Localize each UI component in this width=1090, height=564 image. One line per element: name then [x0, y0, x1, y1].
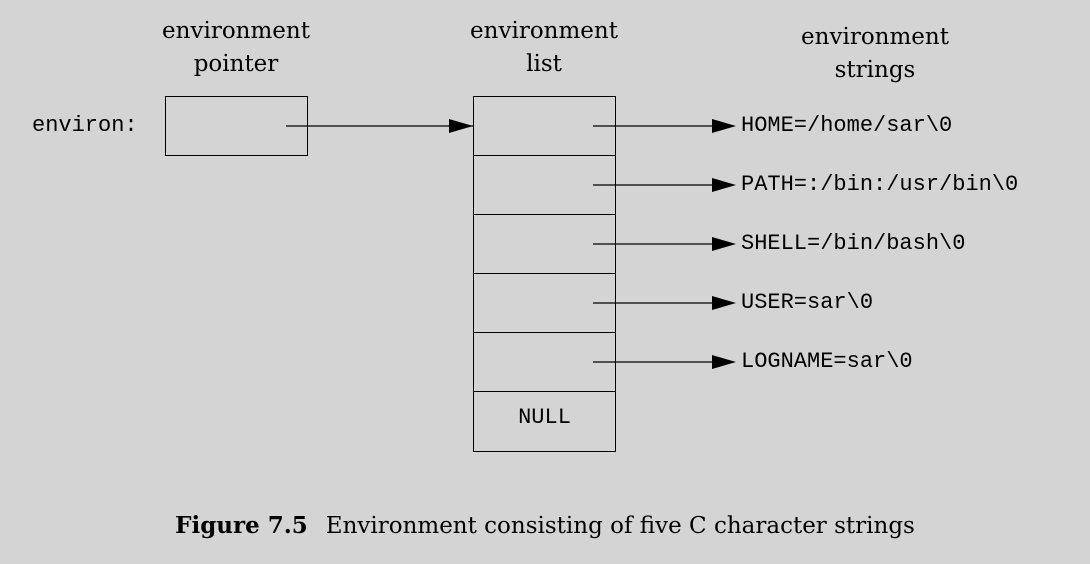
list-cell [474, 274, 615, 333]
environment-pointer-heading: environment pointer [136, 15, 336, 81]
null-terminator: NULL [518, 405, 571, 430]
figure-number: Figure 7.5 [175, 512, 308, 539]
env-string-logname: LOGNAME=sar\0 [741, 349, 913, 374]
env-string-path: PATH=:/bin:/usr/bin\0 [741, 172, 1019, 197]
environment-list-heading: environment list [444, 15, 644, 81]
list-cell [474, 333, 615, 392]
environ-pointer-box [165, 96, 308, 156]
heading-line: environment [470, 18, 618, 44]
heading-line: environment [162, 18, 310, 44]
environ-label: environ: [32, 113, 138, 138]
string-arrowhead [712, 355, 736, 369]
environment-list-box: NULL [473, 96, 616, 452]
heading-line: strings [834, 57, 916, 83]
env-string-user: USER=sar\0 [741, 290, 874, 315]
environment-strings-heading: environment strings [775, 21, 975, 87]
string-arrowhead [712, 237, 736, 251]
list-cell [474, 156, 615, 215]
heading-line: environment [801, 24, 949, 50]
list-cell [474, 97, 615, 156]
list-cell-null: NULL [474, 392, 615, 451]
environ-arrowhead [449, 119, 473, 133]
figure-caption: Figure 7.5 Environment consisting of five… [0, 510, 1090, 542]
heading-line: list [526, 51, 562, 77]
env-string-shell: SHELL=/bin/bash\0 [741, 231, 966, 256]
string-arrowhead [712, 178, 736, 192]
caption-text: Environment consisting of five C charact… [325, 513, 915, 539]
string-arrowhead [712, 119, 736, 133]
string-arrowhead [712, 296, 736, 310]
env-string-home: HOME=/home/sar\0 [741, 113, 953, 138]
list-cell [474, 215, 615, 274]
heading-line: pointer [193, 51, 279, 77]
